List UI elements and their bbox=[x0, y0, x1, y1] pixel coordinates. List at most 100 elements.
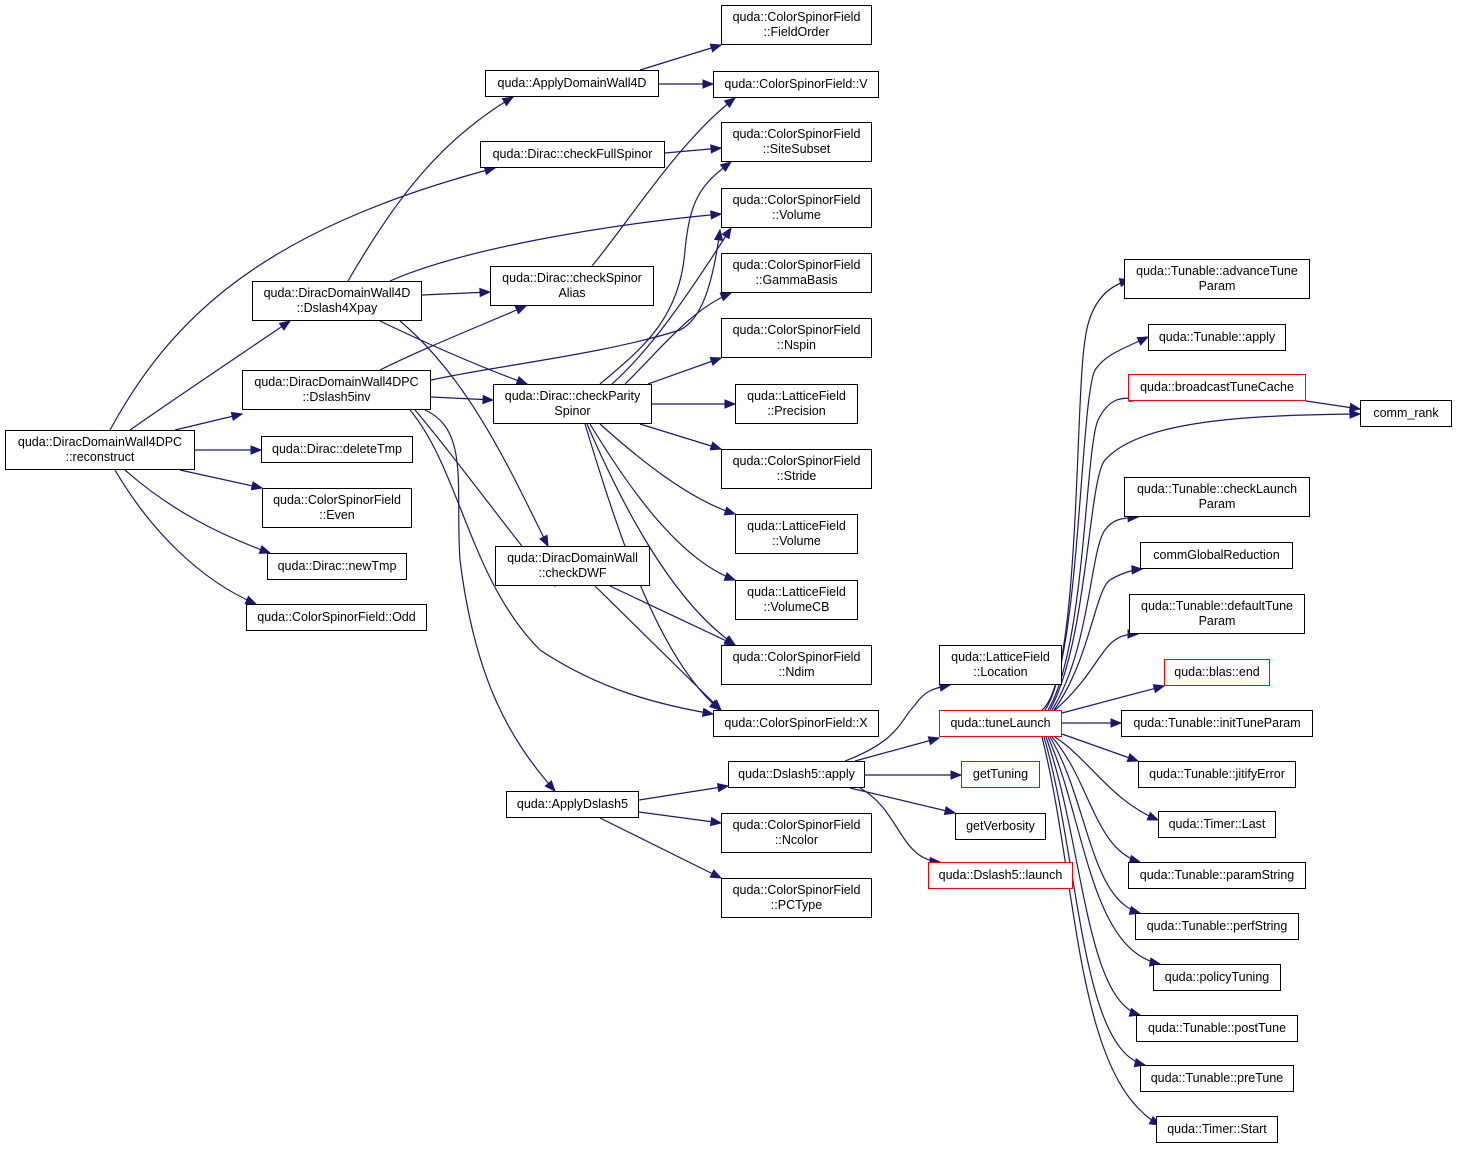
arrowhead-checkDWF-csfX bbox=[710, 699, 722, 711]
node-nspin[interactable]: quda::ColorSpinorField::Nspin bbox=[721, 318, 872, 358]
node-timerLast[interactable]: quda::Timer::Last bbox=[1158, 811, 1276, 838]
node-commRank[interactable]: comm_rank bbox=[1360, 400, 1452, 427]
node-dslash4xpay[interactable]: quda::DiracDomainWall4D::Dslash4Xpay bbox=[252, 281, 422, 321]
node-applyDW4D-line1: quda::ApplyDomainWall4D bbox=[497, 76, 647, 90]
arrowhead-dslash5inv-applyDslash5 bbox=[544, 779, 556, 793]
node-even[interactable]: quda::ColorSpinorField::Even bbox=[262, 488, 412, 528]
edge-checkParity-csfVolume bbox=[611, 227, 732, 385]
node-stride[interactable]: quda::ColorSpinorField::Stride bbox=[721, 449, 872, 489]
node-blasEnd-line1: quda::blas::end bbox=[1174, 665, 1260, 679]
node-preTune-line1: quda::Tunable::preTune bbox=[1150, 1071, 1284, 1085]
edge-root-checkFull bbox=[109, 167, 496, 431]
node-csfVolume[interactable]: quda::ColorSpinorField::Volume bbox=[721, 188, 872, 228]
edge-tuneLaunch-timerLast bbox=[1054, 736, 1159, 821]
arrowhead-dslash4xpay-checkAlias bbox=[479, 287, 492, 298]
node-commGlobal[interactable]: commGlobalReduction bbox=[1140, 542, 1293, 569]
node-commGlobal-line1: commGlobalReduction bbox=[1153, 548, 1280, 562]
node-lfVolume[interactable]: quda::LatticeField::Volume bbox=[735, 514, 858, 554]
node-timerStart-line1: quda::Timer::Start bbox=[1167, 1122, 1267, 1136]
node-initTune[interactable]: quda::Tunable::initTuneParam bbox=[1121, 710, 1313, 737]
node-odd[interactable]: quda::ColorSpinorField::Odd bbox=[246, 604, 427, 631]
node-location[interactable]: quda::LatticeField::Location bbox=[939, 645, 1062, 685]
node-siteSubset[interactable]: quda::ColorSpinorField::SiteSubset bbox=[721, 122, 872, 162]
node-jitify[interactable]: quda::Tunable::jitifyError bbox=[1138, 761, 1296, 788]
node-checkFull[interactable]: quda::Dirac::checkFullSpinor bbox=[480, 141, 665, 168]
node-applyDslash5[interactable]: quda::ApplyDslash5 bbox=[506, 791, 639, 818]
arrowhead-root-dslash4xpay bbox=[278, 320, 292, 331]
node-deleteTmp[interactable]: quda::Dirac::deleteTmp bbox=[261, 436, 413, 463]
arrowhead-checkParity-nspin bbox=[709, 357, 723, 366]
node-tuneLaunch[interactable]: quda::tuneLaunch bbox=[939, 710, 1062, 737]
edge-tuneLaunch-advanceTune bbox=[1041, 279, 1131, 711]
node-postTune[interactable]: quda::Tunable::postTune bbox=[1136, 1015, 1298, 1042]
edge-dslash4xpay-applyDW4D bbox=[347, 96, 514, 282]
arrowhead-dslash4xpay-applyDW4D bbox=[501, 96, 515, 107]
arrowhead-broadcast-commRank bbox=[1348, 402, 1362, 413]
node-csfX-line1: quda::ColorSpinorField::X bbox=[724, 716, 868, 730]
node-newTmp[interactable]: quda::Dirac::newTmp bbox=[267, 553, 407, 580]
node-precision[interactable]: quda::LatticeField::Precision bbox=[735, 384, 858, 424]
node-preTune[interactable]: quda::Tunable::preTune bbox=[1140, 1065, 1294, 1092]
node-checkAlias-line1: quda::Dirac::checkSpinor bbox=[502, 271, 642, 285]
node-siteSubset-line1: quda::ColorSpinorField bbox=[732, 127, 861, 141]
node-ncolor[interactable]: quda::ColorSpinorField::Ncolor bbox=[721, 813, 872, 853]
node-checkDWF-line2: ::checkDWF bbox=[538, 566, 607, 580]
edge-checkParity-nspin bbox=[647, 357, 722, 385]
arrowhead-tuneLaunch-initTune bbox=[1110, 718, 1123, 728]
node-csfX[interactable]: quda::ColorSpinorField::X bbox=[713, 710, 879, 737]
node-getTuning[interactable]: getTuning bbox=[961, 761, 1040, 788]
node-location-line1: quda::LatticeField bbox=[951, 650, 1050, 664]
arrowhead-checkParity-lfVolume bbox=[723, 506, 737, 516]
node-checkDWF[interactable]: quda::DiracDomainWall::checkDWF bbox=[495, 546, 650, 586]
node-ndim[interactable]: quda::ColorSpinorField::Ndim bbox=[721, 645, 872, 685]
node-broadcast[interactable]: quda::broadcastTuneCache bbox=[1128, 374, 1306, 401]
edge-dslash5inv-csfX bbox=[409, 409, 714, 715]
node-applyDW4D[interactable]: quda::ApplyDomainWall4D bbox=[485, 70, 659, 97]
node-dslash5apply[interactable]: quda::Dslash5::apply bbox=[728, 761, 865, 788]
node-volumeCB[interactable]: quda::LatticeField::VolumeCB bbox=[735, 580, 858, 620]
node-perfString[interactable]: quda::Tunable::perfString bbox=[1135, 913, 1299, 940]
arrowhead-root-even bbox=[250, 481, 264, 491]
arrowhead-dslash5inv-csfVolume bbox=[713, 228, 724, 242]
arrowhead-checkParity-stride bbox=[709, 441, 723, 451]
edge-checkDWF-csfX bbox=[594, 585, 722, 711]
node-ncolor-line1: quda::ColorSpinorField bbox=[732, 818, 861, 832]
node-pctype-line2: ::PCType bbox=[770, 898, 823, 912]
edge-tuneLaunch-policyTuning bbox=[1047, 736, 1161, 965]
node-pctype[interactable]: quda::ColorSpinorField::PCType bbox=[721, 878, 872, 918]
arrowhead-tuneLaunch-timerLast bbox=[1146, 811, 1160, 821]
node-launch[interactable]: quda::Dslash5::launch bbox=[928, 862, 1073, 889]
node-csfVolume-line1: quda::ColorSpinorField bbox=[732, 193, 861, 207]
node-deleteTmp-line1: quda::Dirac::deleteTmp bbox=[272, 442, 402, 456]
node-tuneLaunch-line1: quda::tuneLaunch bbox=[950, 716, 1051, 730]
edge-tuneLaunch-perfString bbox=[1049, 736, 1141, 914]
node-dslash5inv-line1: quda::DiracDomainWall4DPC bbox=[254, 375, 419, 389]
edge-tuneLaunch-checkLaunch bbox=[1051, 516, 1139, 711]
edge-checkAlias-csfV bbox=[591, 97, 736, 267]
node-fieldOrder[interactable]: quda::ColorSpinorField::FieldOrder bbox=[721, 5, 872, 45]
node-location-line2: ::Location bbox=[973, 665, 1028, 679]
node-broadcast-line1: quda::broadcastTuneCache bbox=[1140, 380, 1294, 394]
node-pctype-line1: quda::ColorSpinorField bbox=[732, 883, 861, 897]
node-gammaBasis[interactable]: quda::ColorSpinorField::GammaBasis bbox=[721, 253, 872, 293]
arrowhead-dslash5apply-tuneLaunch bbox=[927, 736, 941, 746]
arrowhead-dslash5apply-getVerbosity bbox=[943, 805, 957, 816]
node-tunApply[interactable]: quda::Tunable::apply bbox=[1148, 324, 1286, 351]
node-paramString[interactable]: quda::Tunable::paramString bbox=[1128, 862, 1306, 889]
node-siteSubset-line2: ::SiteSubset bbox=[762, 142, 831, 156]
node-getVerbosity[interactable]: getVerbosity bbox=[955, 813, 1046, 840]
node-gammaBasis-line2: ::GammaBasis bbox=[755, 273, 838, 287]
node-blasEnd[interactable]: quda::blas::end bbox=[1164, 659, 1270, 686]
edge-dslash5inv-checkAlias bbox=[379, 305, 527, 371]
node-checkLaunch-line2: Param bbox=[1198, 497, 1236, 511]
node-policyTuning[interactable]: quda::policyTuning bbox=[1153, 964, 1281, 991]
node-timerStart[interactable]: quda::Timer::Start bbox=[1156, 1116, 1278, 1143]
node-dslash5inv[interactable]: quda::DiracDomainWall4DPC::Dslash5inv bbox=[242, 370, 431, 410]
node-csfV[interactable]: quda::ColorSpinorField::V bbox=[713, 71, 879, 98]
node-timerLast-line1: quda::Timer::Last bbox=[1168, 817, 1266, 831]
